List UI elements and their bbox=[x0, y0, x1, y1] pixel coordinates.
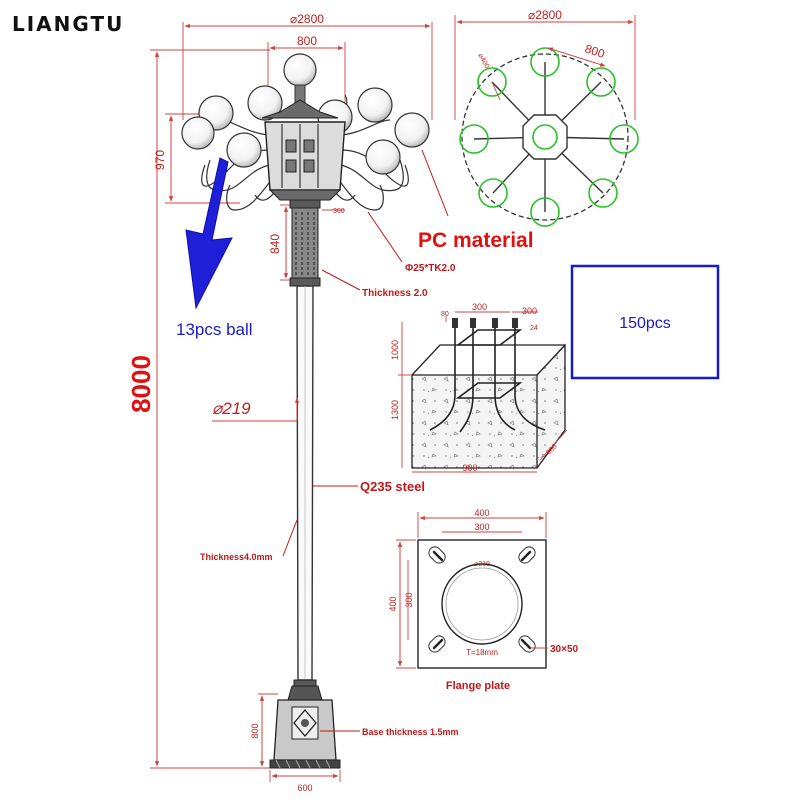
foundation-width: 900 bbox=[462, 463, 477, 473]
foundation-depth-1300: 1300 bbox=[390, 400, 400, 420]
callout-base-thickness: Base thickness 1.5mm bbox=[362, 727, 459, 737]
blue-arrow-icon bbox=[185, 157, 233, 310]
dim-top-inner-width: 800 bbox=[297, 34, 317, 48]
plan-radius: ⌀400 bbox=[476, 53, 490, 70]
dim-360: 360 bbox=[333, 208, 345, 215]
foundation-top-300: 300 bbox=[472, 302, 487, 312]
globe-icon bbox=[357, 87, 393, 123]
foundation-dimension-lines bbox=[398, 311, 568, 473]
flange-plate bbox=[417, 539, 547, 669]
dim-head-height: 840 bbox=[268, 234, 282, 254]
globe-icon bbox=[394, 112, 430, 148]
flange-side-400: 400 bbox=[388, 596, 398, 611]
foundation-bolt-24: 24 bbox=[530, 325, 538, 332]
globe-icon bbox=[247, 85, 283, 121]
globe-icon bbox=[283, 53, 317, 87]
pole bbox=[293, 285, 317, 687]
base-dimension-lines bbox=[258, 693, 341, 782]
globe-icon bbox=[365, 139, 401, 175]
callout-arm-spec: Φ25*TK2.0 bbox=[405, 263, 456, 274]
dim-pole-diameter: ⌀219 bbox=[212, 399, 251, 418]
pole-diameter-leader bbox=[212, 397, 300, 422]
quantity-label: 150pcs bbox=[619, 315, 671, 332]
flange-outer-width: 400 bbox=[474, 508, 489, 518]
callout-thickness-top: Thickness 2.0 bbox=[362, 288, 428, 299]
foundation-right-300: 300 bbox=[522, 306, 537, 316]
foundation-block bbox=[411, 318, 566, 469]
flange-thickness: T=18mm bbox=[466, 648, 498, 657]
foundation-bolt-80: 80 bbox=[441, 311, 449, 318]
flange-dimension-lines bbox=[396, 512, 548, 669]
callout-steel: Q235 steel bbox=[360, 479, 425, 494]
quantity-box bbox=[570, 264, 720, 380]
callout-leaders bbox=[282, 149, 449, 732]
flange-pole-hole: ⌀219 bbox=[474, 561, 490, 568]
dim-base-height: 800 bbox=[250, 723, 260, 738]
globe-icon bbox=[181, 116, 215, 150]
plan-inner: 800 bbox=[583, 42, 607, 62]
dim-lamp-height: 970 bbox=[153, 150, 167, 170]
dim-base-width: 600 bbox=[297, 783, 312, 793]
pole-base bbox=[269, 685, 341, 769]
plan-view bbox=[454, 15, 639, 227]
dim-top-width: ⌀2800 bbox=[290, 12, 324, 26]
dim-total-height: 8000 bbox=[126, 355, 156, 413]
lantern-head bbox=[261, 99, 346, 201]
callout-pc-material: PC material bbox=[418, 229, 534, 252]
flange-caption: Flange plate bbox=[446, 680, 510, 692]
flange-hole-spacing: 300 bbox=[474, 522, 489, 532]
flange-slot: 30×50 bbox=[550, 644, 579, 655]
plan-diameter: ⌀2800 bbox=[528, 8, 562, 22]
foundation-depth-1000: 1000 bbox=[390, 340, 400, 360]
globe-icon bbox=[226, 132, 262, 168]
flange-side-300: 300 bbox=[404, 592, 414, 607]
upper-column bbox=[289, 199, 321, 287]
ball-count-label: 13pcs ball bbox=[176, 320, 253, 339]
top-dimension-lines bbox=[150, 22, 433, 769]
callout-pole-thickness: Thickness4.0mm bbox=[200, 552, 273, 562]
brand-logo: LIANGTU bbox=[12, 12, 124, 36]
